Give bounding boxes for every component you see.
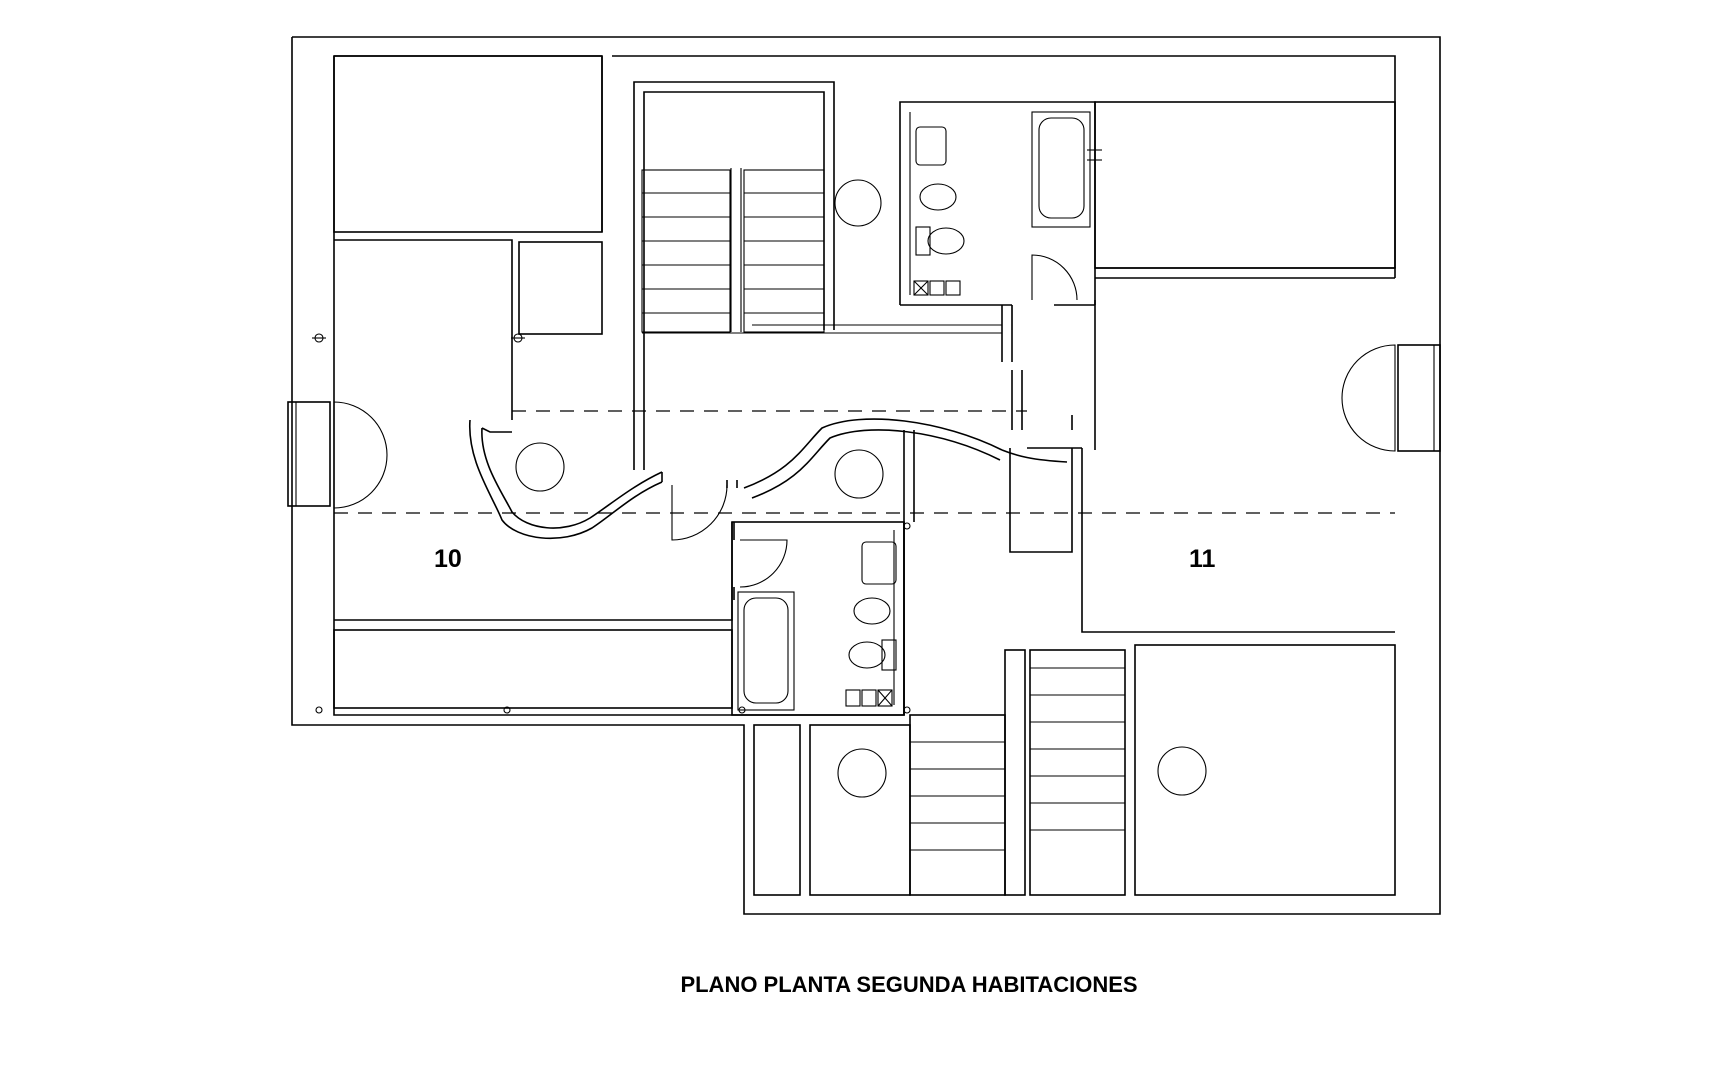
curved-corridor <box>743 418 1068 715</box>
room-11-label: 11 <box>1189 545 1216 573</box>
corridor-walls <box>1001 300 1395 633</box>
sink-icon <box>915 126 947 166</box>
fixture-circle <box>837 748 887 798</box>
left-curved-wall <box>469 419 663 540</box>
room-10 <box>333 522 733 709</box>
left-window <box>287 401 388 509</box>
column-markers <box>312 333 911 714</box>
sink-icon <box>861 541 897 585</box>
plan-caption: PLANO PLANTA SEGUNDA HABITACIONES <box>680 972 1137 997</box>
top-left-room <box>333 55 603 420</box>
right-window <box>1341 344 1441 452</box>
stair-treads-right <box>744 192 824 314</box>
top-bathroom <box>899 101 1102 330</box>
outer-walls <box>291 36 1441 915</box>
center-bathroom <box>731 521 905 716</box>
stair-treads-lower <box>910 667 1125 851</box>
top-right-room <box>1094 101 1396 279</box>
lower-stairs <box>909 644 1396 896</box>
room-10-label: 10 <box>434 545 462 573</box>
bidet-icon <box>853 597 891 625</box>
fixture-circle <box>1157 746 1207 796</box>
bidet-icon <box>919 183 957 211</box>
fixture-circles <box>515 179 884 499</box>
lower-rooms <box>753 724 911 896</box>
left-room-door <box>671 480 738 541</box>
axis-lines <box>334 410 1395 514</box>
bathroom-door-swing <box>739 539 788 588</box>
toilet-icon <box>848 641 886 669</box>
main-stairs <box>633 81 1002 470</box>
toilet-icon <box>927 227 965 255</box>
bathroom-door-swing <box>1031 254 1078 301</box>
stair-treads-left <box>642 192 730 314</box>
